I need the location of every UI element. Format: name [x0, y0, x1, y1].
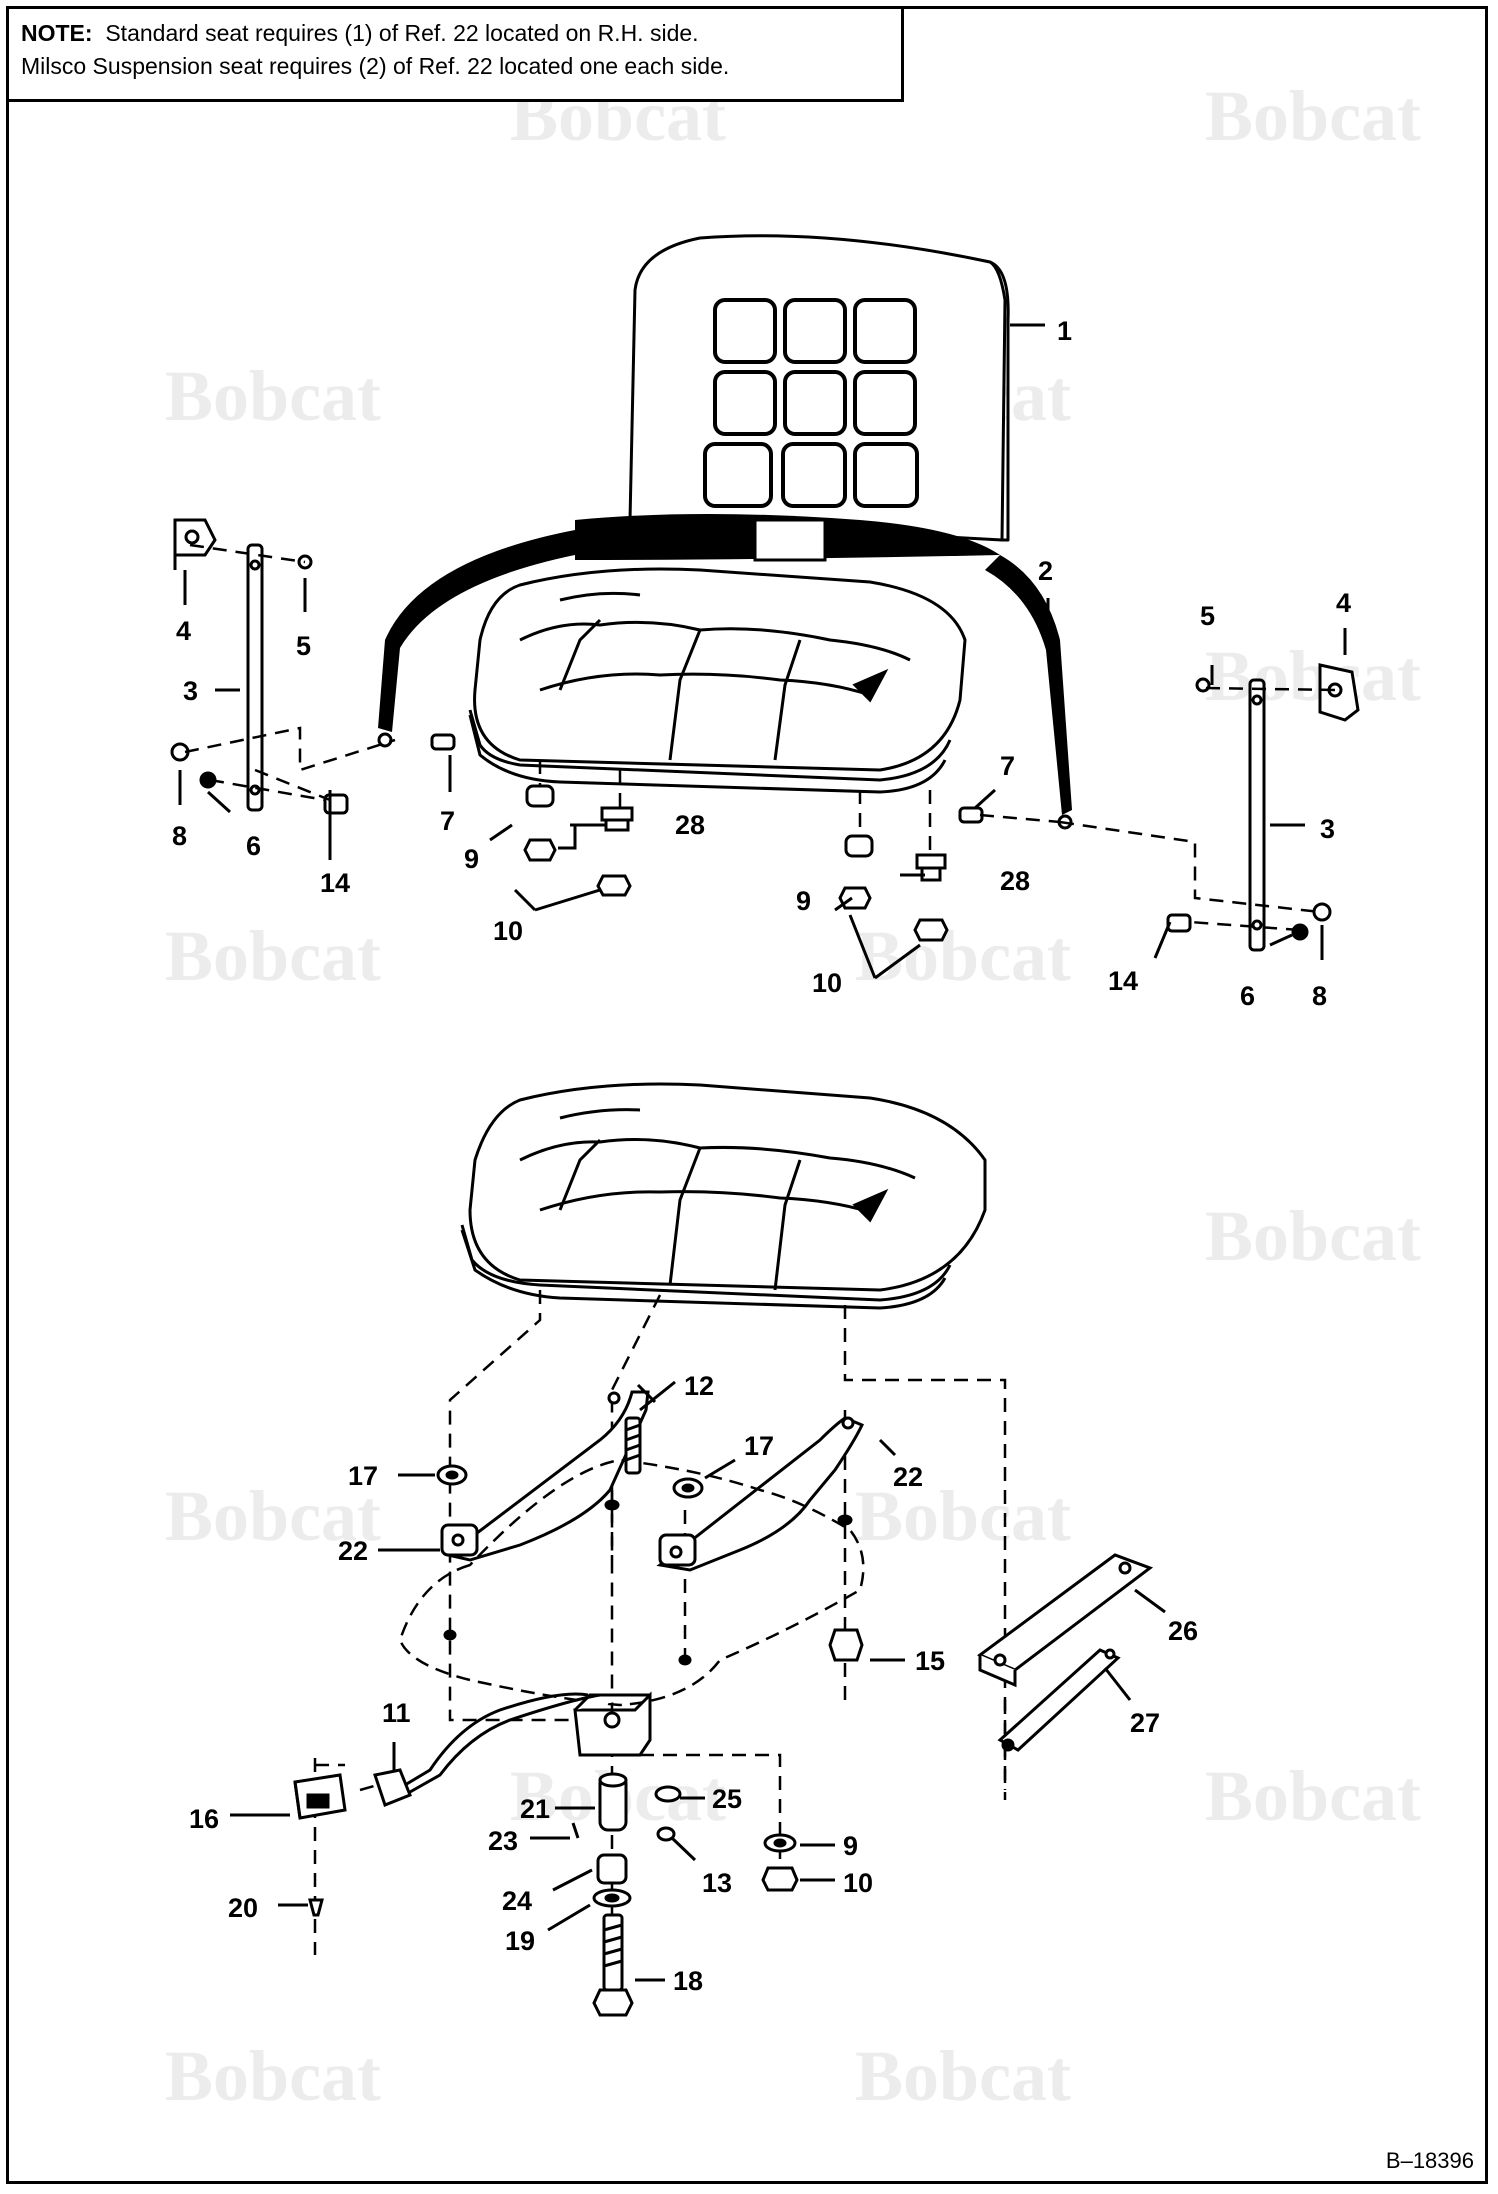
- callout-15: 15: [915, 1646, 945, 1676]
- slide-plates: [977, 1553, 1154, 1752]
- callout-5: 5: [296, 631, 311, 661]
- upper-hardware: [523, 784, 949, 942]
- callout-21: 21: [520, 1794, 550, 1824]
- figure-id: B–18396: [1385, 2148, 1474, 2173]
- callout-17: 17: [348, 1461, 378, 1491]
- callout-10: 10: [812, 968, 842, 998]
- callout-7: 7: [440, 806, 455, 836]
- callout-19: 19: [505, 1926, 535, 1956]
- callout-28: 28: [1000, 866, 1030, 896]
- callout-4: 4: [1336, 588, 1351, 618]
- note-box: NOTE: Standard seat requires (1) of Ref.…: [6, 6, 904, 102]
- note-line-2: Milsco Suspension seat requires (2) of R…: [21, 53, 730, 79]
- watermark: Bobcat: [1205, 636, 1421, 716]
- callout-28: 28: [675, 810, 705, 840]
- callout-10: 10: [843, 1868, 873, 1898]
- seat-cushion-lower: [460, 1082, 987, 1310]
- callout-25: 25: [712, 1784, 742, 1814]
- note-line-1: NOTE: Standard seat requires (1) of Ref.…: [21, 17, 889, 50]
- callout-3: 3: [1320, 814, 1335, 844]
- callout-leaders: [178, 323, 1347, 1982]
- callout-13: 13: [702, 1868, 732, 1898]
- callout-2: 2: [1038, 556, 1053, 586]
- watermark: Bobcat: [1205, 1196, 1421, 1276]
- callout-12: 12: [684, 1371, 714, 1401]
- callout-23: 23: [488, 1826, 518, 1856]
- mount-washers-bolts: [436, 1416, 864, 1666]
- callout-6: 6: [1240, 981, 1255, 1011]
- seat-back: [628, 234, 1010, 542]
- lower-dashed-leaders: [313, 1290, 1007, 1990]
- note-heading: NOTE:: [21, 20, 93, 46]
- right-mount-bracket: [958, 663, 1360, 952]
- callout-17: 17: [744, 1431, 774, 1461]
- callout-24: 24: [502, 1886, 532, 1916]
- callout-3: 3: [183, 676, 198, 706]
- callout-27: 27: [1130, 1708, 1160, 1738]
- callout-1: 1: [1057, 316, 1072, 346]
- callout-11: 11: [382, 1698, 411, 1728]
- lower-mount-stack: [571, 1772, 799, 2017]
- callout-numbers: 1 2 4 5 3 8 6 14 7 9 28 10 5 4 7 3 9 28 …: [172, 316, 1351, 1996]
- callout-5: 5: [1200, 601, 1215, 631]
- watermark: Bobcat: [1205, 1756, 1421, 1836]
- callout-8: 8: [172, 821, 187, 851]
- callout-4: 4: [176, 616, 191, 646]
- callout-16: 16: [189, 1804, 219, 1834]
- callout-20: 20: [228, 1893, 258, 1923]
- callout-14: 14: [320, 868, 350, 898]
- callout-18: 18: [673, 1966, 703, 1996]
- callout-8: 8: [1312, 981, 1327, 1011]
- callout-26: 26: [1168, 1616, 1198, 1646]
- upper-dashed-leaders: [184, 543, 1336, 932]
- note-text-1: Standard seat requires (1) of Ref. 22 lo…: [105, 20, 699, 46]
- seat-cushion-upper: [468, 567, 967, 794]
- left-mount-bracket: [170, 518, 456, 815]
- callout-6: 6: [246, 831, 261, 861]
- watermark: Bobcat: [165, 1476, 381, 1556]
- callout-9: 9: [796, 886, 811, 916]
- callout-14: 14: [1108, 966, 1138, 996]
- callout-7: 7: [1000, 751, 1015, 781]
- watermark: Bobcat: [165, 2036, 381, 2116]
- seat-base-outline: [398, 1458, 865, 1707]
- callout-9: 9: [843, 1831, 858, 1861]
- seat-mount-rails: [440, 1390, 865, 1572]
- watermark: Bobcat: [855, 1476, 1071, 1556]
- watermark: Bobcat: [165, 916, 381, 996]
- watermark: Bobcat: [165, 356, 381, 436]
- watermark: Bobcat: [1205, 76, 1421, 156]
- callout-10: 10: [493, 916, 523, 946]
- seat-switch-assembly: [293, 1691, 652, 1917]
- watermark: Bobcat: [855, 916, 1071, 996]
- seat-frame: [377, 514, 1073, 830]
- callout-9: 9: [464, 844, 479, 874]
- callout-22: 22: [338, 1536, 368, 1566]
- callout-22: 22: [893, 1462, 923, 1492]
- watermark: Bobcat: [855, 2036, 1071, 2116]
